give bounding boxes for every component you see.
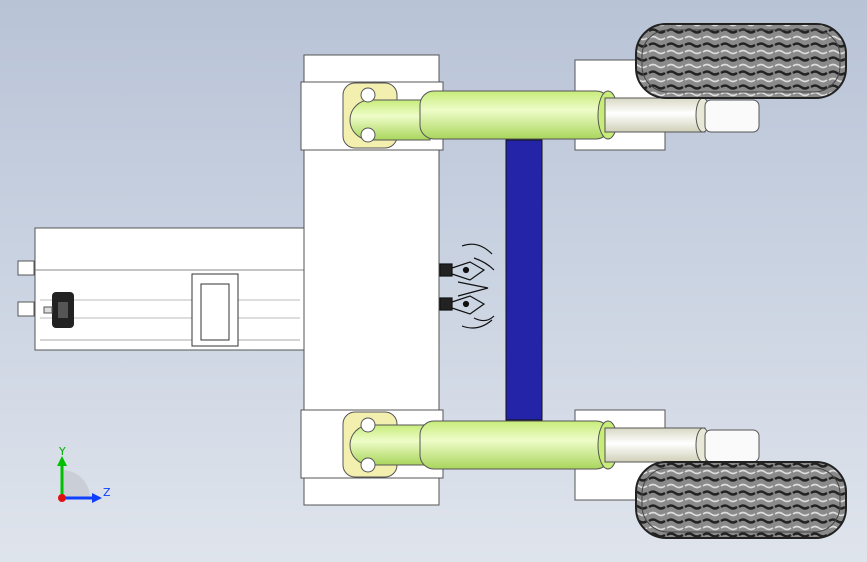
coordinate-triad: Y Z	[57, 445, 111, 503]
hydraulic-cylinder-bottom[interactable]	[342, 411, 760, 478]
linear-actuator[interactable]	[17, 227, 308, 351]
tire-bottom[interactable]	[635, 461, 847, 539]
motor-coupling	[43, 292, 74, 328]
tire-top[interactable]	[635, 23, 847, 99]
gripper-mechanism[interactable]	[439, 243, 495, 329]
hydraulic-cylinder-top[interactable]	[342, 82, 760, 149]
crossbar[interactable]	[505, 139, 543, 421]
z-axis-label: Z	[103, 486, 111, 499]
y-axis-label: Y	[58, 445, 66, 458]
